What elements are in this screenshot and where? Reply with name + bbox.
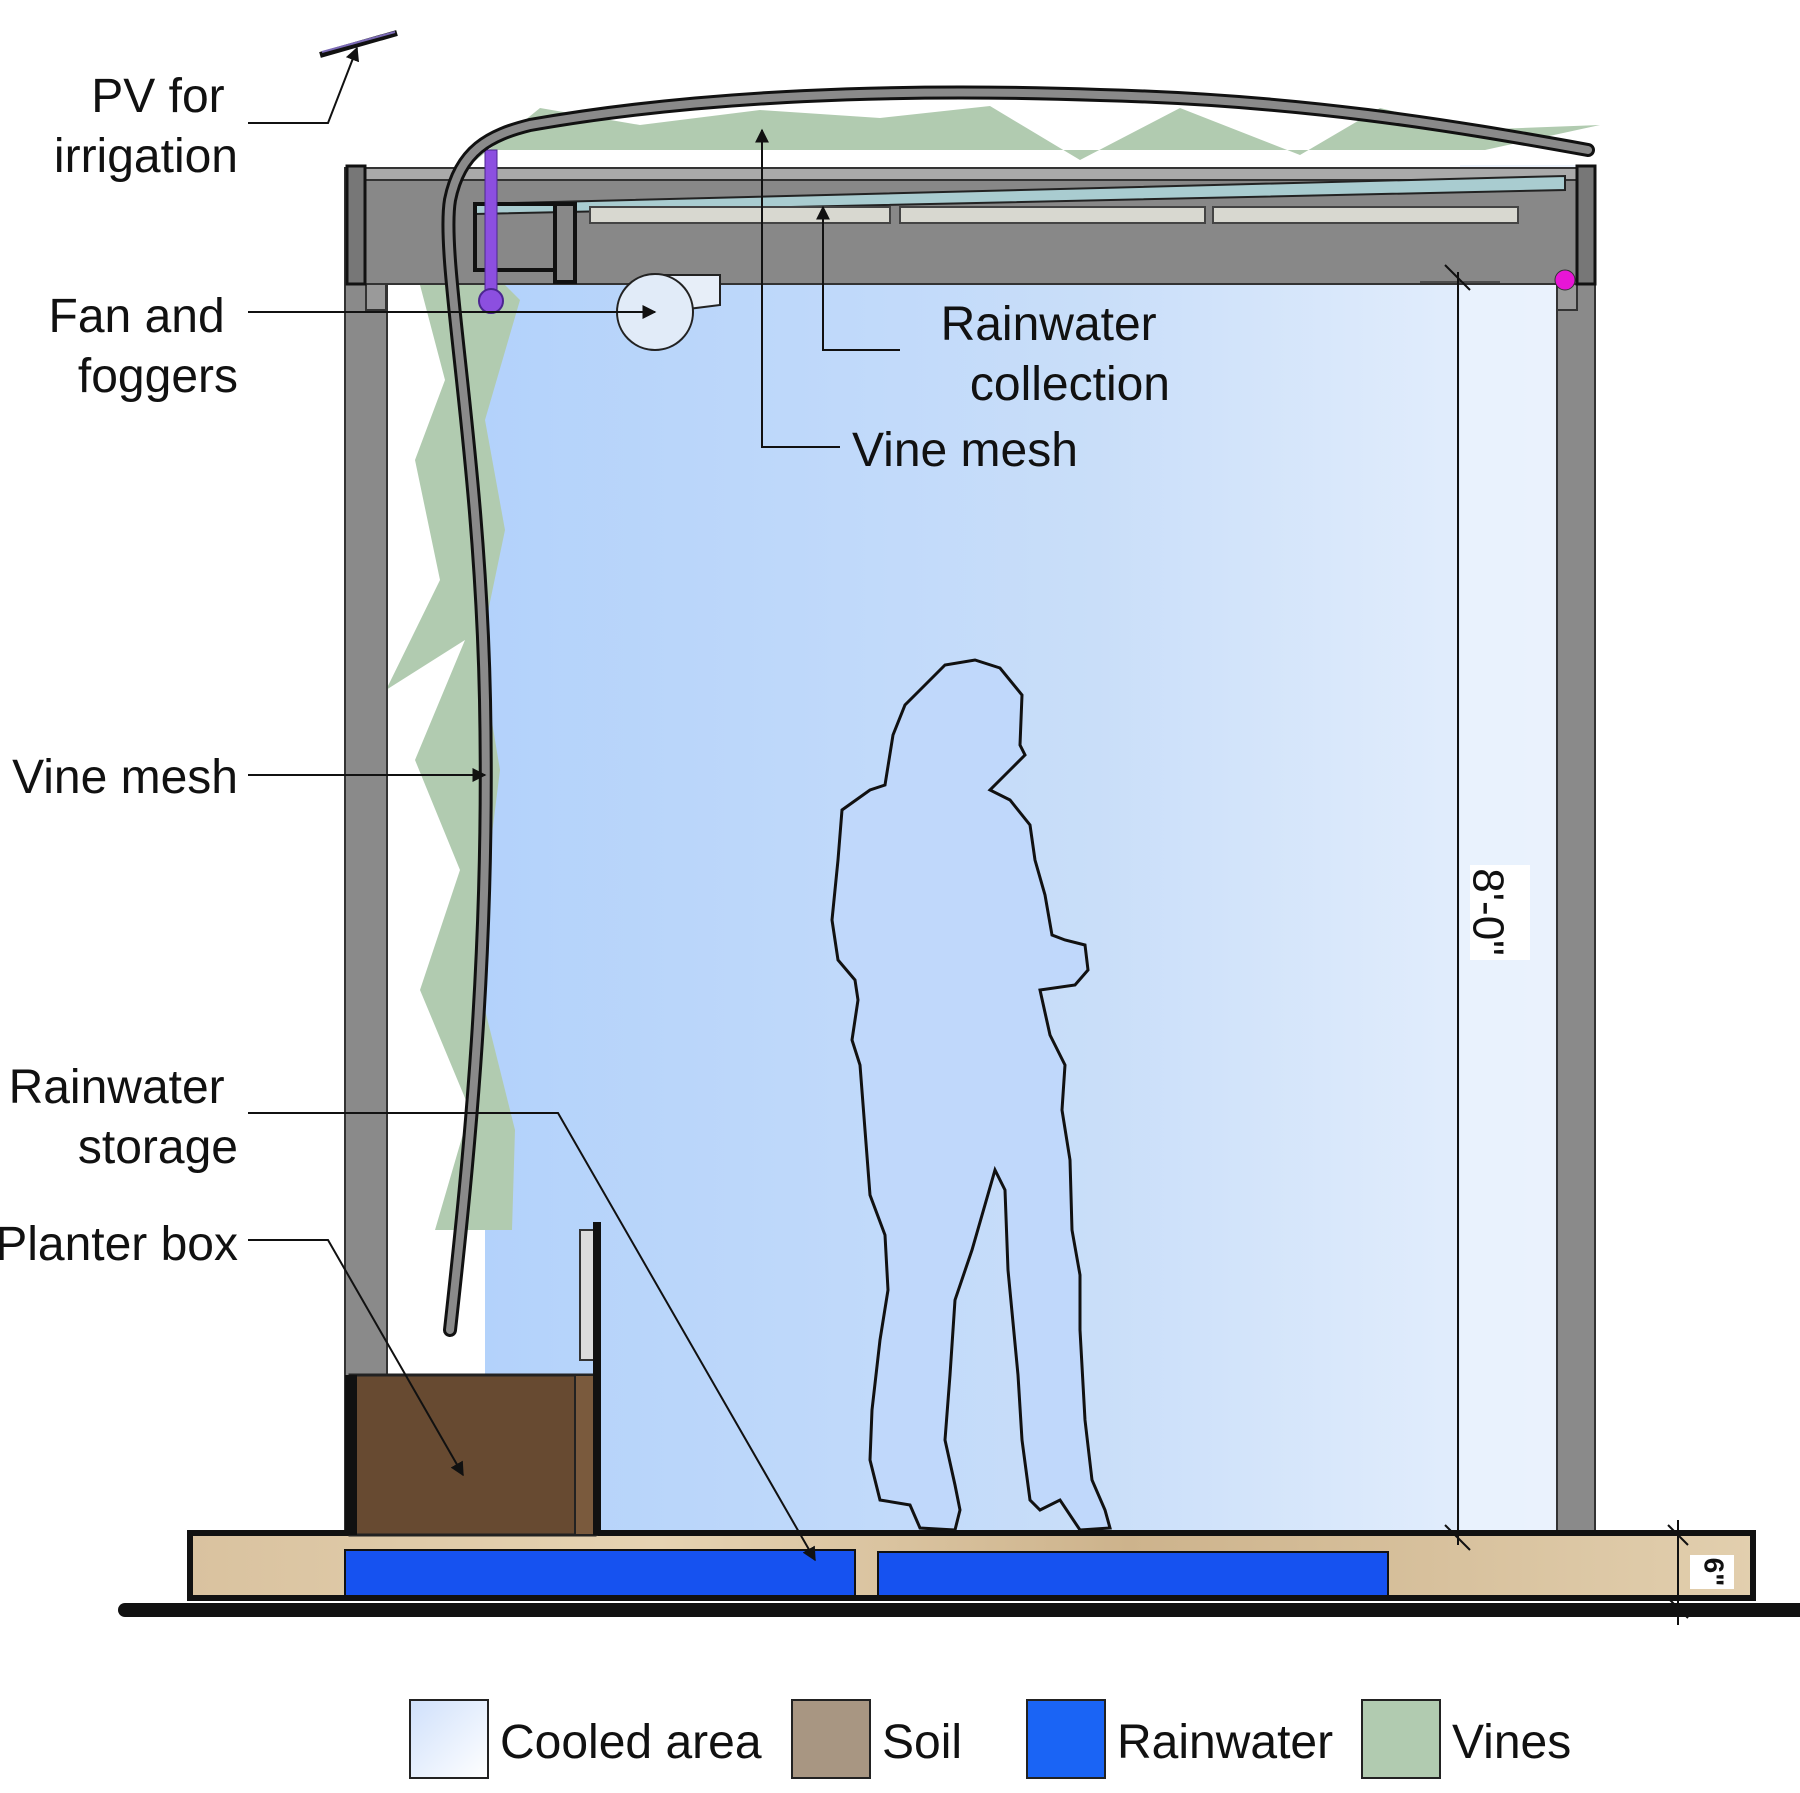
roof-beam <box>344 164 1597 286</box>
vine-mesh-top-label: Vine mesh <box>852 424 1078 477</box>
vines-roof <box>470 106 1600 165</box>
legend-label-soil: Soil <box>882 1716 962 1769</box>
height-dimension: 8'-0" <box>1420 264 1530 1551</box>
vines-left <box>386 285 520 1230</box>
fogger-pipe <box>478 149 504 314</box>
legend: Cooled area Soil Rainwater Vines <box>409 1699 1571 1779</box>
legend-swatch-soil <box>791 1699 871 1779</box>
rainwater-tank-right <box>877 1551 1389 1597</box>
pv-panel <box>319 30 398 58</box>
leaders <box>248 46 900 1562</box>
legend-swatch-vines <box>1361 1699 1441 1779</box>
vine-mesh-left-label: Vine mesh <box>12 751 238 804</box>
legend-label-cooled: Cooled area <box>500 1716 762 1769</box>
left-post <box>344 204 388 1537</box>
legend-label-rainwater: Rainwater <box>1117 1716 1333 1769</box>
person-silhouette <box>830 658 1112 1532</box>
base-dimension: 6" <box>1667 1520 1734 1625</box>
rainwater-tank-left <box>344 1549 856 1597</box>
planter-box <box>345 1222 601 1537</box>
pv-label: PV for irrigation <box>54 70 238 183</box>
rainwater-collection-label: Rainwater collection <box>941 298 1170 411</box>
legend-label-vines: Vines <box>1452 1716 1571 1769</box>
legend-swatch-rainwater <box>1026 1699 1106 1779</box>
planter-box-label: Planter box <box>0 1218 238 1271</box>
sensor-dot <box>1554 269 1576 291</box>
right-post <box>1556 204 1596 1537</box>
base-dimension-text: 6" <box>1699 1558 1730 1587</box>
rainwater-storage-label: Rainwater storage <box>9 1061 238 1174</box>
deck <box>118 1530 1800 1617</box>
fan-foggers-label: Fan and foggers <box>49 290 238 403</box>
height-dimension-text: 8'-0" <box>1463 868 1512 956</box>
legend-swatch-cooled <box>409 1699 489 1779</box>
